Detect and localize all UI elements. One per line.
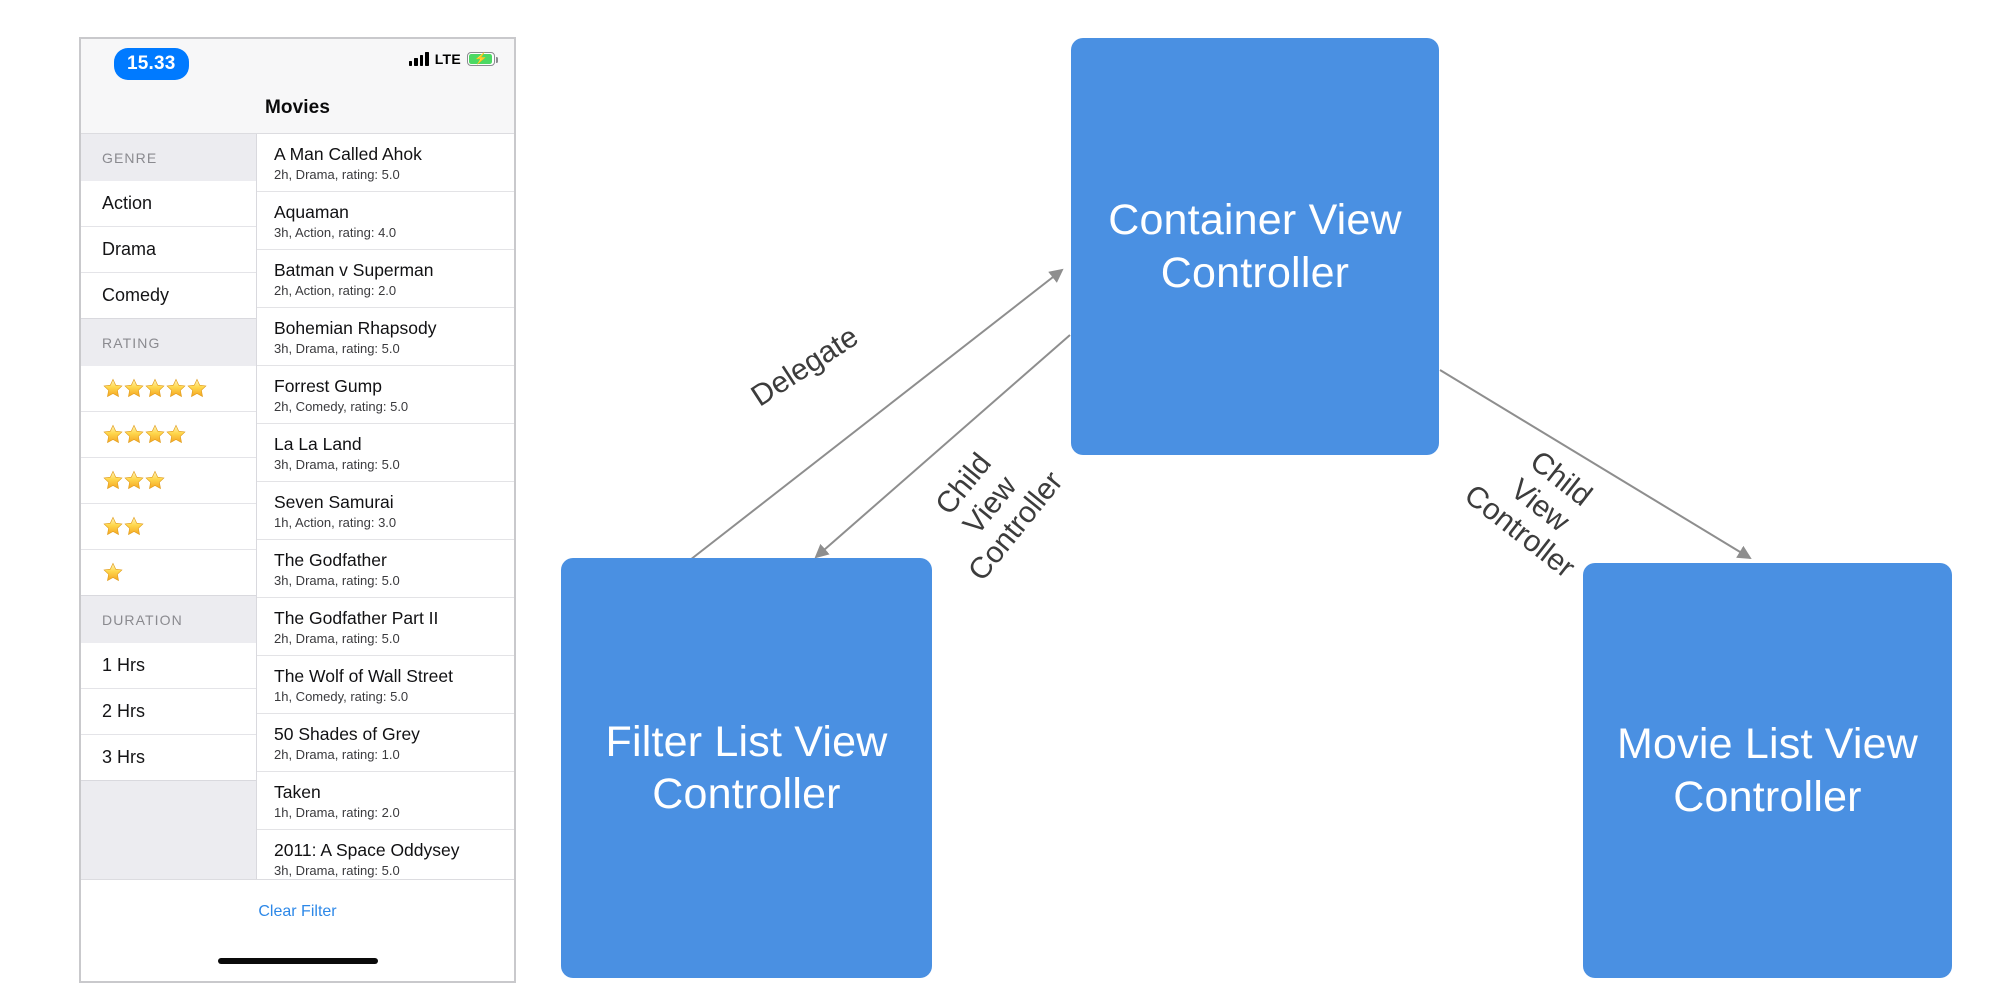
filter-rating-row-5[interactable]: [81, 366, 256, 412]
movie-title: Batman v Superman: [274, 259, 434, 280]
status-bar: 15.33 LTE ⚡: [81, 39, 514, 83]
movie-subtitle: 3h, Action, rating: 4.0: [274, 225, 397, 241]
movie-row[interactable]: Bohemian Rhapsody 3h, Drama, rating: 5.0: [257, 308, 514, 366]
movie-subtitle: 1h, Drama, rating: 2.0: [274, 805, 400, 821]
movie-title: 2011: A Space Oddysey: [274, 839, 460, 860]
status-bar-time: 15.33: [114, 48, 189, 80]
clear-filter-button[interactable]: Clear Filter: [258, 903, 337, 920]
movie-row[interactable]: Aquaman 3h, Action, rating: 4.0: [257, 192, 514, 250]
movie-row[interactable]: The Wolf of Wall Street 1h, Comedy, ratin…: [257, 656, 514, 714]
filter-option-drama[interactable]: Drama: [81, 227, 256, 273]
status-bar-indicators: LTE ⚡: [408, 51, 499, 67]
star-icon: [145, 470, 165, 490]
star-icon: [166, 424, 186, 444]
movie-row[interactable]: La La Land 3h, Drama, rating: 5.0: [257, 424, 514, 482]
edge-label-delegate: Delegate: [745, 320, 865, 414]
filter-rating-row-2[interactable]: [81, 504, 256, 550]
filter-option-2-hrs[interactable]: 2 Hrs: [81, 689, 256, 735]
movie-title: The Godfather: [274, 549, 387, 570]
node-filter-list-view-controller[interactable]: Filter List View Controller: [561, 558, 932, 978]
movie-title: Bohemian Rhapsody: [274, 317, 437, 338]
navigation-bar: Movies: [81, 83, 514, 134]
movie-subtitle: 3h, Drama, rating: 5.0: [274, 863, 400, 879]
movie-title: La La Land: [274, 433, 362, 454]
movie-row[interactable]: Forrest Gump 2h, Comedy, rating: 5.0: [257, 366, 514, 424]
filter-rating-row-1[interactable]: [81, 550, 256, 596]
movie-row[interactable]: A Man Called Ahok 2h, Drama, rating: 5.0: [257, 134, 514, 192]
movie-title: The Godfather Part II: [274, 607, 439, 628]
node-container-view-controller[interactable]: Container View Controller: [1071, 38, 1439, 455]
movie-title: Forrest Gump: [274, 375, 382, 396]
star-icon: [145, 378, 165, 398]
filter-section-header: DURATION: [81, 596, 256, 643]
filter-rating-row-4[interactable]: [81, 412, 256, 458]
movie-subtitle: 3h, Drama, rating: 5.0: [274, 573, 400, 589]
filter-section-header: RATING: [81, 319, 256, 366]
movie-row[interactable]: Batman v Superman 2h, Action, rating: 2.0: [257, 250, 514, 308]
movie-title: Taken: [274, 781, 321, 802]
star-icon: [124, 378, 144, 398]
movie-title: 50 Shades of Grey: [274, 723, 420, 744]
filter-option-1-hrs[interactable]: 1 Hrs: [81, 643, 256, 689]
movie-title: Seven Samurai: [274, 491, 394, 512]
filter-option-action[interactable]: Action: [81, 181, 256, 227]
movie-subtitle: 2h, Drama, rating: 5.0: [274, 167, 400, 183]
node-filter-label: Filter List View Controller: [605, 717, 888, 818]
movie-row[interactable]: The Godfather 3h, Drama, rating: 5.0: [257, 540, 514, 598]
home-indicator: [217, 958, 378, 964]
star-icon: [124, 424, 144, 444]
filter-section-header: GENRE: [81, 134, 256, 181]
movie-title: The Wolf of Wall Street: [274, 665, 453, 686]
movie-subtitle: 2h, Drama, rating: 1.0: [274, 747, 400, 763]
star-icon: [103, 424, 123, 444]
star-icon: [103, 562, 123, 582]
signal-bars-icon: [408, 52, 429, 66]
movie-row[interactable]: The Godfather Part II 2h, Drama, rating: …: [257, 598, 514, 656]
star-icon: [103, 470, 123, 490]
movie-subtitle: 2h, Drama, rating: 5.0: [274, 631, 400, 647]
node-movie-list-view-controller[interactable]: Movie List View Controller: [1583, 563, 1952, 978]
filter-section-rating: [81, 366, 256, 596]
battery-charging-icon: ⚡: [467, 52, 499, 66]
movie-subtitle: 1h, Action, rating: 3.0: [274, 515, 397, 531]
movie-title: A Man Called Ahok: [274, 144, 422, 164]
star-icon: [187, 378, 207, 398]
movie-subtitle: 1h, Comedy, rating: 5.0: [274, 689, 409, 705]
star-icon: [166, 378, 186, 398]
network-type-label: LTE: [434, 51, 461, 67]
movie-row[interactable]: Seven Samurai 1h, Action, rating: 3.0: [257, 482, 514, 540]
filter-option-comedy[interactable]: Comedy: [81, 273, 256, 319]
page-title: Movies: [264, 97, 330, 118]
phone-footer: Clear Filter: [81, 879, 514, 980]
movie-row[interactable]: 50 Shades of Grey 2h, Drama, rating: 1.0: [257, 714, 514, 772]
star-icon: [124, 516, 144, 536]
star-icon: [103, 516, 123, 536]
movie-title: Aquaman: [274, 201, 349, 222]
node-container-label: Container View Controller: [1108, 196, 1402, 297]
filter-option-3-hrs[interactable]: 3 Hrs: [81, 735, 256, 781]
star-icon: [124, 470, 144, 490]
star-icon: [103, 378, 123, 398]
movie-subtitle: 2h, Comedy, rating: 5.0: [274, 399, 409, 415]
filter-rating-row-3[interactable]: [81, 458, 256, 504]
charging-bolt-icon: ⚡: [474, 52, 488, 65]
node-movie-label: Movie List View Controller: [1617, 720, 1918, 821]
movie-subtitle: 3h, Drama, rating: 5.0: [274, 457, 400, 473]
movie-row[interactable]: Taken 1h, Drama, rating: 2.0: [257, 772, 514, 830]
movie-subtitle: 3h, Drama, rating: 5.0: [274, 341, 400, 357]
star-icon: [145, 424, 165, 444]
movie-row[interactable]: 2011: A Space Oddysey 3h, Drama, rating: …: [257, 830, 514, 879]
movie-subtitle: 2h, Action, rating: 2.0: [274, 283, 397, 299]
